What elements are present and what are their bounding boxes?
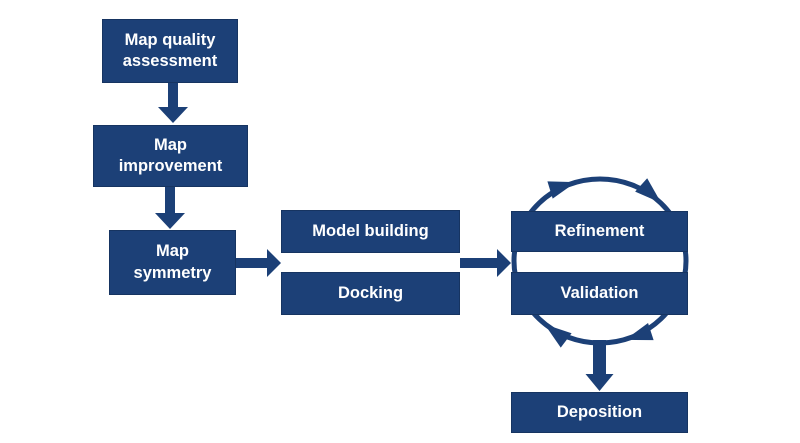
- node-label: Map symmetry: [133, 242, 212, 282]
- node-docking: Docking: [281, 272, 460, 315]
- node-map-quality-assessment: Map quality assessment: [102, 19, 238, 83]
- cycle-arrowhead-bottom-right-icon: [625, 323, 654, 341]
- node-label: Map quality assessment: [122, 30, 218, 70]
- node-label: Deposition: [556, 402, 643, 421]
- node-label: Refinement: [554, 221, 645, 240]
- cycle-arrowhead-bottom-left-icon: [544, 324, 572, 348]
- cycle-arrowhead-top-left-icon: [547, 181, 576, 199]
- node-label: Model building: [312, 221, 429, 240]
- node-label: Docking: [337, 283, 404, 302]
- node-map-symmetry: Map symmetry: [109, 230, 236, 295]
- cycle-ellipse: [511, 176, 689, 346]
- node-label: Map improvement: [118, 135, 223, 175]
- node-map-improvement: Map improvement: [93, 125, 248, 187]
- node-validation: Validation: [511, 272, 688, 315]
- node-refinement: Refinement: [511, 211, 688, 252]
- node-model-building: Model building: [281, 210, 460, 253]
- cycle-arrowhead-top-right-icon: [635, 178, 662, 204]
- node-label: Validation: [560, 283, 639, 302]
- node-deposition: Deposition: [511, 392, 688, 433]
